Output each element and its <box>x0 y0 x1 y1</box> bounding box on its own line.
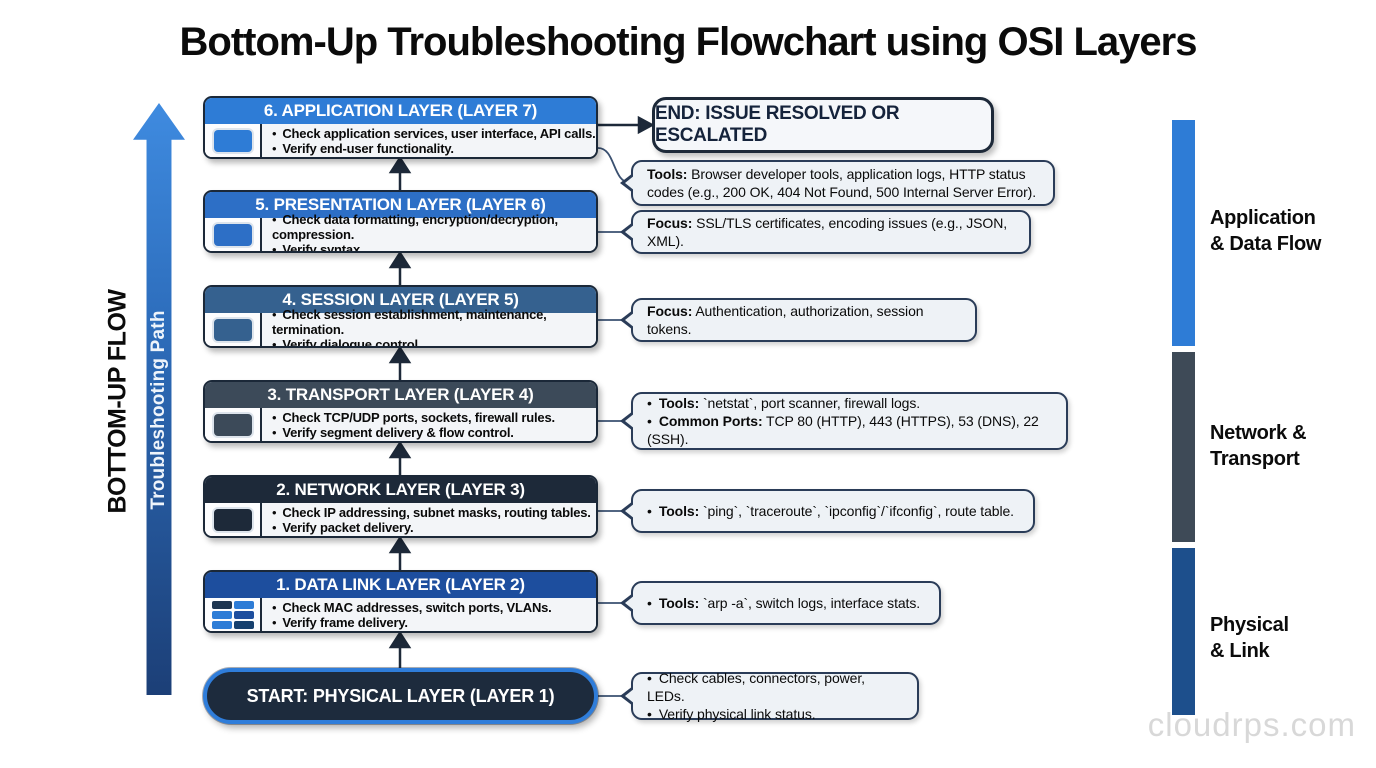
callout-tools-transport: Tools: `netstat`, port scanner, firewall… <box>631 392 1068 450</box>
layer-bullet: Verify syntax. <box>272 242 596 251</box>
layer-bullet: Verify end-user functionality. <box>272 141 596 156</box>
legend-bar-application <box>1172 120 1195 346</box>
switch-ports-icon <box>205 598 262 631</box>
transport-icon <box>205 408 262 441</box>
legend-bar-physical-link <box>1172 548 1195 715</box>
layer-title: 6. APPLICATION LAYER (LAYER 7) <box>263 101 538 120</box>
layer-title: 3. TRANSPORT LAYER (LAYER 4) <box>267 385 534 404</box>
layer-title: 2. NETWORK LAYER (LAYER 3) <box>276 480 525 499</box>
callout-checks-physical: Check cables, connectors, power, LEDs. V… <box>631 670 919 722</box>
watermark: cloudrps.com <box>1147 706 1356 743</box>
network-icon <box>205 503 262 536</box>
session-icon <box>205 313 262 346</box>
layer-bullet: Verify segment delivery & flow control. <box>272 425 596 440</box>
layer-bullet: Check application services, user interfa… <box>272 126 596 141</box>
layer-title: 1. DATA LINK LAYER (LAYER 2) <box>276 575 525 594</box>
start-node: START: PHYSICAL LAYER (LAYER 1) <box>203 668 598 724</box>
end-node: END: ISSUE RESOLVED OR ESCALATED <box>652 97 994 153</box>
layer-bullet: Check MAC addresses, switch ports, VLANs… <box>272 600 596 615</box>
legend-bar-network-transport <box>1172 352 1195 542</box>
callout-tools-network: Tools: `ping`, `traceroute`, `ipconfig`/… <box>631 489 1035 533</box>
callout-tools-data-link: Tools: `arp -a`, switch logs, interface … <box>631 581 941 625</box>
app-window-icon <box>205 124 262 157</box>
legend-label-application: Application& Data Flow <box>1210 207 1322 255</box>
layer-bullet: Verify dialogue control. <box>272 337 596 346</box>
layer-bullet: Verify frame delivery. <box>272 615 596 630</box>
layer-bullet: Check IP addressing, subnet masks, routi… <box>272 505 596 520</box>
callout-focus-session: Focus: Authentication, authorization, se… <box>631 298 977 342</box>
bottom-up-flow-label: BOTTOM-UP FLOW <box>103 289 132 514</box>
layer-title: 5. PRESENTATION LAYER (LAYER 6) <box>255 195 546 214</box>
layer-bullet: Check data formatting, encryption/decryp… <box>272 212 596 242</box>
layer-box-session: 4. SESSION LAYER (LAYER 5) Check session… <box>203 285 598 348</box>
troubleshooting-path-label: Troubleshooting Path <box>148 310 169 510</box>
layer-box-transport: 3. TRANSPORT LAYER (LAYER 4) Check TCP/U… <box>203 380 598 443</box>
layer-bullet: Check session establishment, maintenance… <box>272 307 596 337</box>
layer-box-presentation: 5. PRESENTATION LAYER (LAYER 6) Check da… <box>203 190 598 253</box>
legend-label-physical-link: Physical& Link <box>1210 614 1289 662</box>
layer-box-network: 2. NETWORK LAYER (LAYER 3) Check IP addr… <box>203 475 598 538</box>
data-format-icon <box>205 218 262 251</box>
page-title: Bottom-Up Troubleshooting Flowchart usin… <box>179 20 1198 64</box>
layer-box-data-link: 1. DATA LINK LAYER (LAYER 2) Check MAC a… <box>203 570 598 633</box>
layer-box-application: 6. APPLICATION LAYER (LAYER 7) Check app… <box>203 96 598 159</box>
callout-tools-application: Tools: Browser developer tools, applicat… <box>631 160 1055 206</box>
layer-title: 4. SESSION LAYER (LAYER 5) <box>282 290 519 309</box>
legend-label-network-transport: Network &Transport <box>1210 422 1307 470</box>
callout-focus-presentation: Focus: SSL/TLS certificates, encoding is… <box>631 210 1031 254</box>
layer-bullet: Check TCP/UDP ports, sockets, firewall r… <box>272 410 596 425</box>
layer-bullet: Verify packet delivery. <box>272 520 596 535</box>
